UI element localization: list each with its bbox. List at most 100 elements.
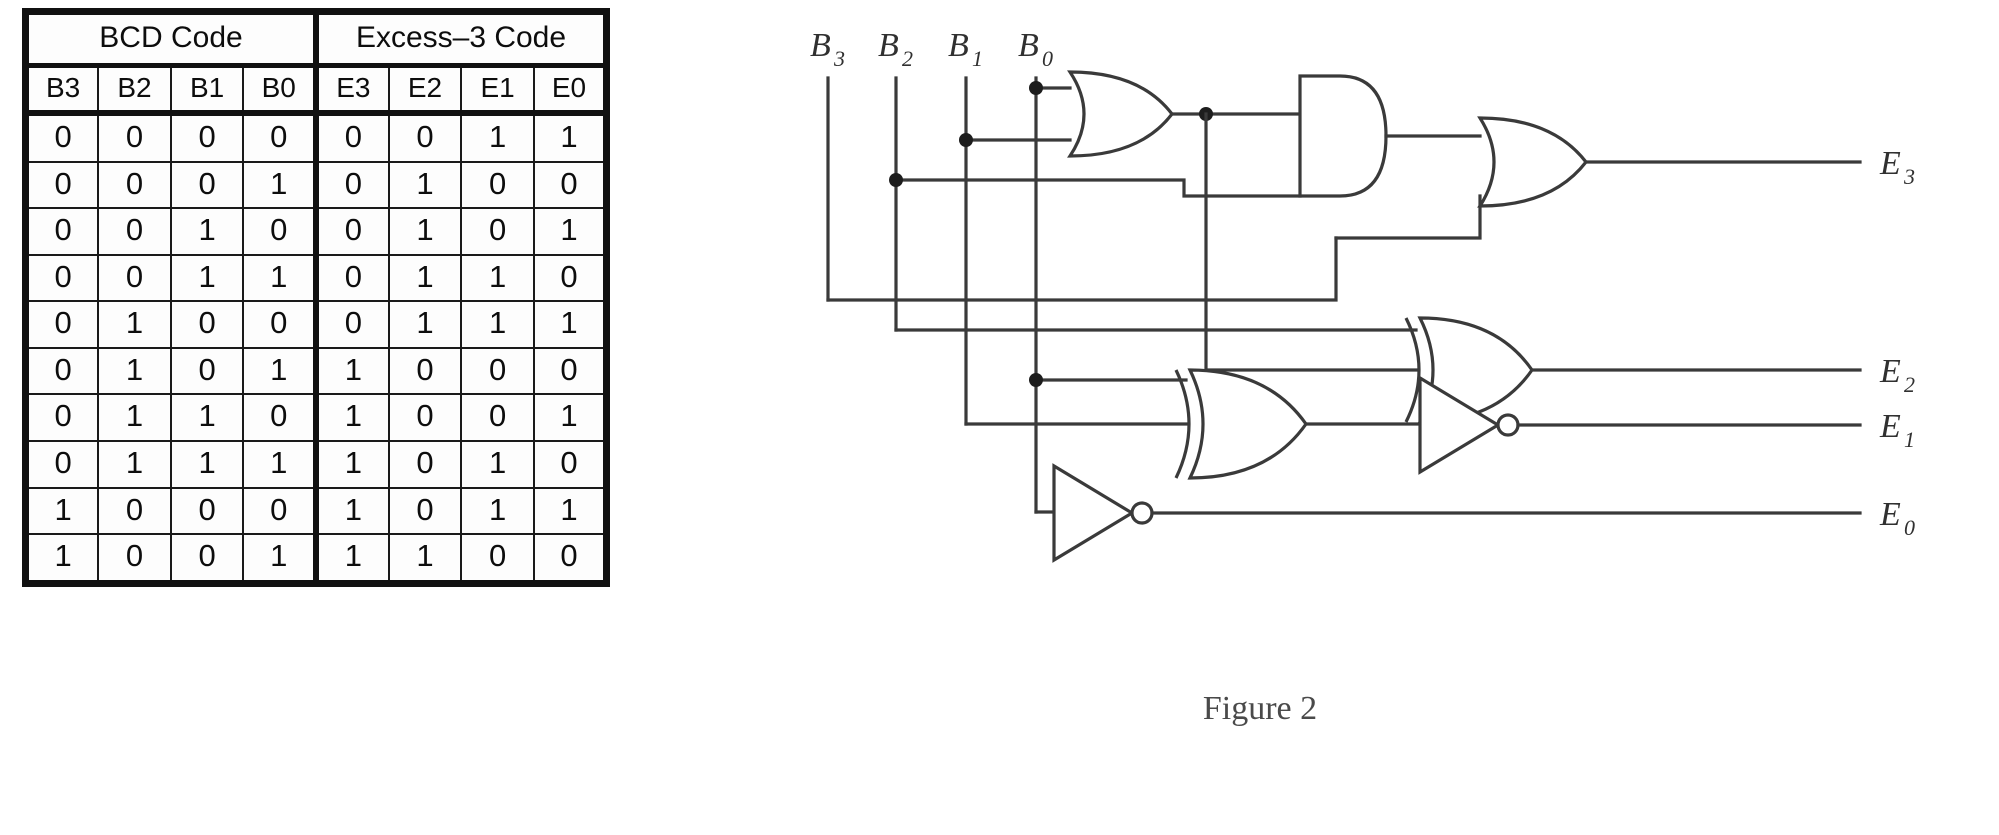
input-label-b3-base: B [810, 27, 831, 64]
cell-b3: 0 [24, 160, 100, 210]
cell-b1: 1 [169, 253, 245, 303]
cell-e3: 1 [313, 533, 390, 585]
input-label-b3-sub: 3 [833, 46, 845, 71]
cell-b0: 1 [242, 533, 317, 585]
cell-e0: 0 [532, 533, 608, 585]
cell-e3: 1 [313, 393, 390, 443]
output-label-e2-sub: 2 [1904, 372, 1915, 397]
table-row: 0 1 0 1 1 0 0 0 [24, 346, 608, 396]
cell-e1: 0 [460, 533, 535, 585]
not-gate-1-bubble [1496, 413, 1520, 437]
cell-e3: 1 [313, 486, 390, 536]
cell-b0: 1 [242, 253, 317, 303]
cell-b2: 0 [97, 207, 172, 256]
cell-e1: 1 [460, 300, 535, 349]
cell-b3: 0 [24, 253, 100, 303]
not-gate-2 [1052, 463, 1136, 563]
group-header-excess3: Excess–3 Code [313, 10, 608, 68]
wire-or2-lower-input [1334, 194, 1482, 240]
table-row: 0 1 1 1 1 0 1 0 [24, 440, 608, 489]
table-row: 1 0 0 0 1 0 1 1 [24, 486, 608, 536]
column-header-b0: B0 [242, 64, 317, 116]
column-header-row: B3 B2 B1 B0 E3 E2 E1 E0 [24, 64, 608, 116]
wire-b3-to-or2 [826, 236, 1338, 302]
cell-b1: 0 [169, 486, 245, 536]
input-label-b1-base: B [948, 27, 969, 64]
input-label-b0-sub: 0 [1042, 46, 1053, 71]
junction-dot-b0-xor1 [1029, 373, 1043, 387]
cell-e3: 1 [313, 346, 390, 396]
cell-b3: 0 [24, 300, 100, 349]
cell-e1: 0 [460, 160, 535, 210]
cell-b1: 1 [169, 207, 245, 256]
cell-e2: 0 [387, 486, 463, 536]
cell-e2: 1 [387, 253, 463, 303]
cell-e2: 1 [387, 300, 463, 349]
input-label-b2-base: B [878, 27, 899, 64]
and-gate-1 [1298, 74, 1388, 198]
cell-e0: 1 [532, 486, 608, 536]
cell-e3: 0 [313, 300, 390, 349]
cell-e0: 1 [532, 300, 608, 349]
cell-b2: 1 [97, 440, 172, 489]
cell-b1: 0 [169, 112, 245, 163]
cell-e3: 1 [313, 440, 390, 489]
cell-e3: 0 [313, 160, 390, 210]
table-row: 0 0 1 1 0 1 1 0 [24, 253, 608, 303]
cell-e2: 1 [387, 533, 463, 585]
output-label-e0-base: E [1879, 496, 1901, 533]
table-row: 0 1 0 0 0 1 1 1 [24, 300, 608, 349]
cell-e3: 0 [313, 207, 390, 256]
junction-dot-b0-or1 [1029, 81, 1043, 95]
xor-gate-1-arc [1174, 369, 1191, 479]
column-header-e1: E1 [460, 64, 535, 116]
cell-b0: 0 [242, 112, 317, 163]
bcd-excess3-truth-table: BCD Code Excess–3 Code B3 B2 B1 B0 E3 E2… [22, 8, 610, 587]
cell-e1: 0 [460, 393, 535, 443]
output-label-e2-base: E [1879, 353, 1901, 390]
cell-e3: 0 [313, 112, 390, 163]
input-label-b2-sub: 2 [902, 46, 913, 71]
group-header-row: BCD Code Excess–3 Code [24, 10, 608, 68]
cell-e0: 0 [532, 440, 608, 489]
cell-b1: 0 [169, 533, 245, 585]
cell-e2: 1 [387, 160, 463, 210]
group-header-bcd: BCD Code [24, 10, 317, 68]
cell-b3: 1 [24, 533, 100, 585]
cell-e3: 0 [313, 253, 390, 303]
cell-b0: 0 [242, 207, 317, 256]
table-row: 0 0 0 1 0 1 0 0 [24, 160, 608, 210]
table-head: BCD Code Excess–3 Code B3 B2 B1 B0 E3 E2… [24, 10, 608, 116]
column-header-b1: B1 [169, 64, 245, 116]
cell-b1: 0 [169, 160, 245, 210]
cell-b0: 1 [242, 160, 317, 210]
cell-b3: 1 [24, 486, 100, 536]
output-label-e3-base: E [1879, 145, 1901, 182]
input-label-b1-sub: 1 [972, 46, 983, 71]
column-header-b2: B2 [97, 64, 172, 116]
cell-e1: 1 [460, 486, 535, 536]
not-gate-1 [1418, 375, 1502, 475]
cell-b1: 0 [169, 346, 245, 396]
cell-e2: 0 [387, 112, 463, 163]
column-header-e2: E2 [387, 64, 463, 116]
cell-b2: 0 [97, 160, 172, 210]
cell-e0: 0 [532, 253, 608, 303]
input-label-b0-base: B [1018, 27, 1039, 64]
or-gate-1 [1067, 70, 1175, 158]
wire-b2-to-and1 [894, 178, 1302, 198]
cell-e0: 0 [532, 346, 608, 396]
cell-b0: 0 [242, 486, 317, 536]
cell-e1: 1 [460, 253, 535, 303]
cell-b3: 0 [24, 112, 100, 163]
cell-e1: 0 [460, 346, 535, 396]
output-label-e1-sub: 1 [1904, 427, 1915, 452]
table-body: 0 0 0 0 0 0 1 1 0 0 0 1 0 1 0 0 0 0 [24, 112, 608, 585]
table-row: 0 0 0 0 0 0 1 1 [24, 112, 608, 163]
column-header-e0: E0 [532, 64, 608, 116]
cell-e2: 0 [387, 440, 463, 489]
cell-b0: 1 [242, 440, 317, 489]
figure-caption: Figure 2 [1202, 690, 1318, 727]
cell-e1: 0 [460, 207, 535, 256]
cell-e0: 1 [532, 393, 608, 443]
